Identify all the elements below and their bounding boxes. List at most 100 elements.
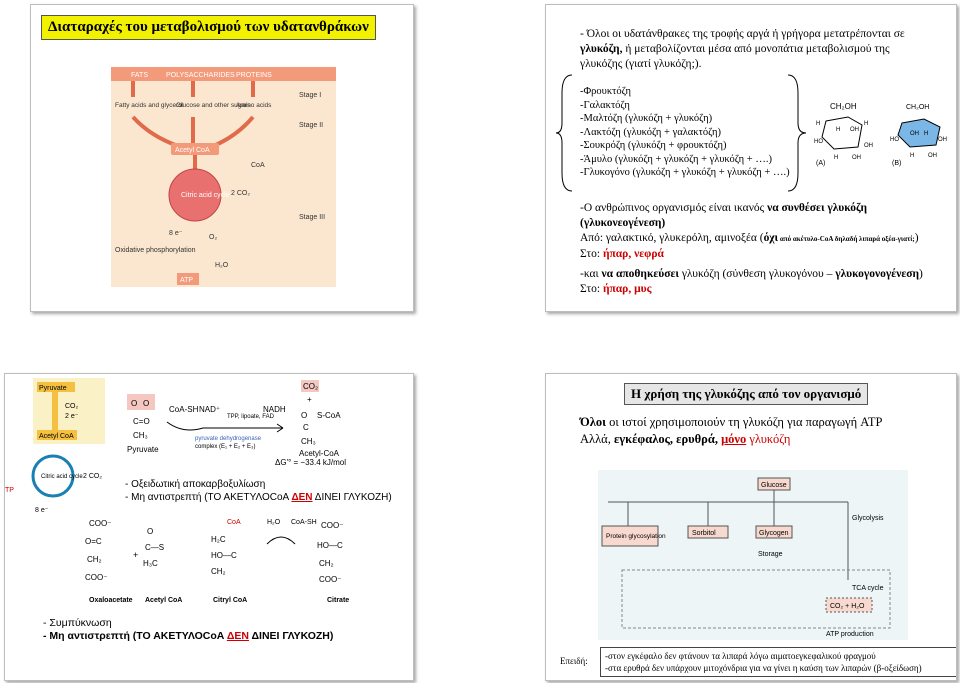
- stage-1-label: Stage I: [299, 92, 321, 99]
- svg-text:HO—C: HO—C: [211, 551, 237, 560]
- svg-text:OH: OH: [928, 153, 937, 159]
- catabolism-diagram: FATS POLYSACCHARIDES PROTEINS Stage I St…: [111, 67, 336, 287]
- sugar-item: -Μαλτόζη (γλυκόζη + γλυκόζη): [580, 113, 713, 124]
- co2-label: 2 CO₂: [231, 190, 250, 197]
- co2-label: CO₂: [65, 403, 79, 410]
- oxphos-label: Oxidative phosphorylation: [115, 247, 196, 254]
- amino-acids-label: Amino acids: [236, 102, 272, 109]
- glucose-box-label: Glucose: [761, 482, 787, 489]
- enzyme-label-2: complex (E₁ + E₂ + E₃): [195, 444, 255, 450]
- coa-label: CoA: [251, 162, 265, 169]
- sugar-item: -Λακτόζη (γλυκόζη + γαλακτόζη): [580, 126, 721, 138]
- sugar-item: -Σουκρόζη (γλυκόζη + φρουκτόζη): [580, 140, 727, 151]
- tp-label: TP: [5, 487, 14, 494]
- coash-label: CoA-SH: [169, 405, 199, 414]
- svg-text:CH₂OH: CH₂OH: [906, 104, 929, 111]
- svg-text:CH₃: CH₃: [301, 437, 316, 446]
- electrons-label: 8 e⁻: [169, 230, 183, 237]
- svg-text:C—S: C—S: [145, 543, 164, 552]
- protein-glyco-label: Protein glycosylation: [606, 533, 666, 540]
- header-fats: FATS: [131, 72, 148, 79]
- svg-text:OH: OH: [852, 155, 861, 161]
- glucose-label: Glucose and other sugars: [176, 102, 251, 109]
- enzyme-label-1: pyruvate dehydrogenase: [195, 436, 262, 442]
- tpp-label: TPP, lipoate, FAD: [227, 414, 275, 420]
- coa-small-label: CoA: [227, 519, 241, 526]
- citryl-coa-label: Citryl CoA: [213, 597, 247, 604]
- sugar-item: -Γαλακτόζη: [580, 99, 630, 111]
- svg-text:COO⁻: COO⁻: [319, 575, 341, 584]
- svg-text:C=O: C=O: [133, 417, 150, 426]
- slide-1-title: Διαταραχές του μεταβολισμού των υδατανθρ…: [41, 15, 376, 40]
- sugar-item: -Φρουκτόζη: [580, 86, 632, 97]
- header-polysaccharides: POLYSACCHARIDES: [166, 72, 235, 79]
- pyruvate-struct-label: Pyruvate: [127, 445, 159, 454]
- svg-text:H: H: [816, 121, 820, 127]
- atp-label: ATP: [180, 277, 193, 284]
- svg-text:H: H: [834, 155, 838, 161]
- reasons-box: -στον εγκέφαλο δεν φτάνουν τα λιπαρά λόγ…: [600, 647, 956, 677]
- glucose-usage-diagram: Glucose Protein glycosylation Sorbitol G…: [598, 470, 908, 640]
- glycogen-label: Glycogen: [759, 530, 789, 537]
- synthesis-text: -Ο ανθρώπινος οργανισμός είναι ικανός να…: [580, 202, 919, 260]
- sugars-list: -Φρουκτόζη -Γαλακτόζη -Μαλτόζη (γλυκόζη …: [580, 85, 790, 180]
- right-brace: [787, 74, 807, 192]
- because-label: Επειδή:: [560, 656, 588, 666]
- stage-3-label: Stage III: [299, 214, 325, 221]
- citrate-label: Citrate: [327, 597, 349, 604]
- plus-sign: +: [307, 395, 312, 404]
- eight-electrons-label: 8 e⁻: [35, 507, 49, 514]
- reason-erythrocytes: -στα ερυθρά δεν υπάρχουν μιτοχόνδρια για…: [605, 663, 922, 673]
- stage-2-label: Stage II: [299, 122, 323, 129]
- co2b-label: 2 CO₂: [83, 473, 102, 480]
- svg-text:COO⁻: COO⁻: [85, 573, 107, 582]
- structure-b-label: (B): [892, 160, 901, 167]
- tca-label: TCA cycle: [852, 585, 884, 592]
- slide-4: Η χρήση της γλυκόζης από τον οργανισμό Ό…: [545, 373, 957, 681]
- fatty-acids-label: Fatty acids and glycerol: [115, 102, 184, 109]
- slide-3: Pyruvate CO₂ 2 e⁻ Acetyl CoA Citric acid…: [4, 373, 414, 681]
- glycolysis-label: Glycolysis: [852, 515, 884, 522]
- svg-text:HO: HO: [890, 137, 899, 143]
- svg-text:OH: OH: [850, 127, 859, 133]
- citrate-reaction: COO⁻ O=C CH₂ COO⁻ + O C—S H₃C CoA H₂C HO…: [85, 519, 349, 604]
- methyl-label: CH₃: [133, 431, 148, 440]
- storage-text: -και να αποθηκεύσει γλυκόζη (σύνθεση γλυ…: [580, 268, 923, 295]
- svg-text:H₃C: H₃C: [143, 559, 158, 568]
- svg-text:COO⁻: COO⁻: [321, 521, 343, 530]
- svg-text:OH: OH: [938, 137, 947, 143]
- storage-label: Storage: [758, 551, 783, 558]
- pdh-panel: Pyruvate CO₂ 2 e⁻ Acetyl CoA Citric acid…: [5, 378, 105, 514]
- svg-text:OH: OH: [910, 131, 919, 137]
- h2o-label: H₂O: [267, 519, 281, 526]
- atp-production-label: ATP production: [826, 631, 874, 638]
- oxaloacetate-label: Oxaloacetate: [89, 597, 133, 604]
- reason-brain: -στον εγκέφαλο δεν φτάνουν τα λιπαρά λόγ…: [605, 651, 876, 661]
- o2-label: O₂: [209, 234, 217, 241]
- h2o-label: H₂O: [215, 262, 229, 269]
- svg-text:HO—C: HO—C: [317, 541, 343, 550]
- header-proteins: PROTEINS: [236, 72, 272, 79]
- co2-h2o-label: CO₂ + H₂O: [830, 603, 865, 610]
- slide-2: - Όλοι οι υδατάνθρακες της τροφής αργά ή…: [545, 4, 957, 312]
- svg-text:H: H: [864, 121, 868, 127]
- acetyl-coa-struct-label: Acetyl-CoA: [299, 449, 340, 458]
- structure-a-label: (A): [816, 160, 825, 167]
- scoa-label: S-CoA: [317, 411, 341, 420]
- svg-text:O=C: O=C: [85, 537, 102, 546]
- coash-released-label: CoA-SH: [291, 519, 317, 526]
- svg-text:O: O: [131, 399, 137, 408]
- decarboxylation-notes: - Οξειδωτική αποκαρβοξυλίωση - Μη αντιστ…: [125, 479, 392, 503]
- left-brace: [555, 74, 573, 192]
- svg-text:OH: OH: [864, 143, 873, 149]
- cycle-label: Citric acid cycle: [41, 474, 83, 480]
- citric-cycle-label: Citric acid cycle: [181, 192, 230, 199]
- pyruvate-label: Pyruvate: [39, 385, 67, 392]
- acetyl-coa-b-label: Acetyl CoA: [145, 597, 182, 604]
- svg-text:COO⁻: COO⁻: [89, 519, 111, 528]
- svg-text:H: H: [924, 131, 928, 137]
- svg-text:O: O: [147, 527, 153, 536]
- nadh-label: NADH: [263, 405, 286, 414]
- acetyl-coa-label: Acetyl CoA: [175, 147, 210, 154]
